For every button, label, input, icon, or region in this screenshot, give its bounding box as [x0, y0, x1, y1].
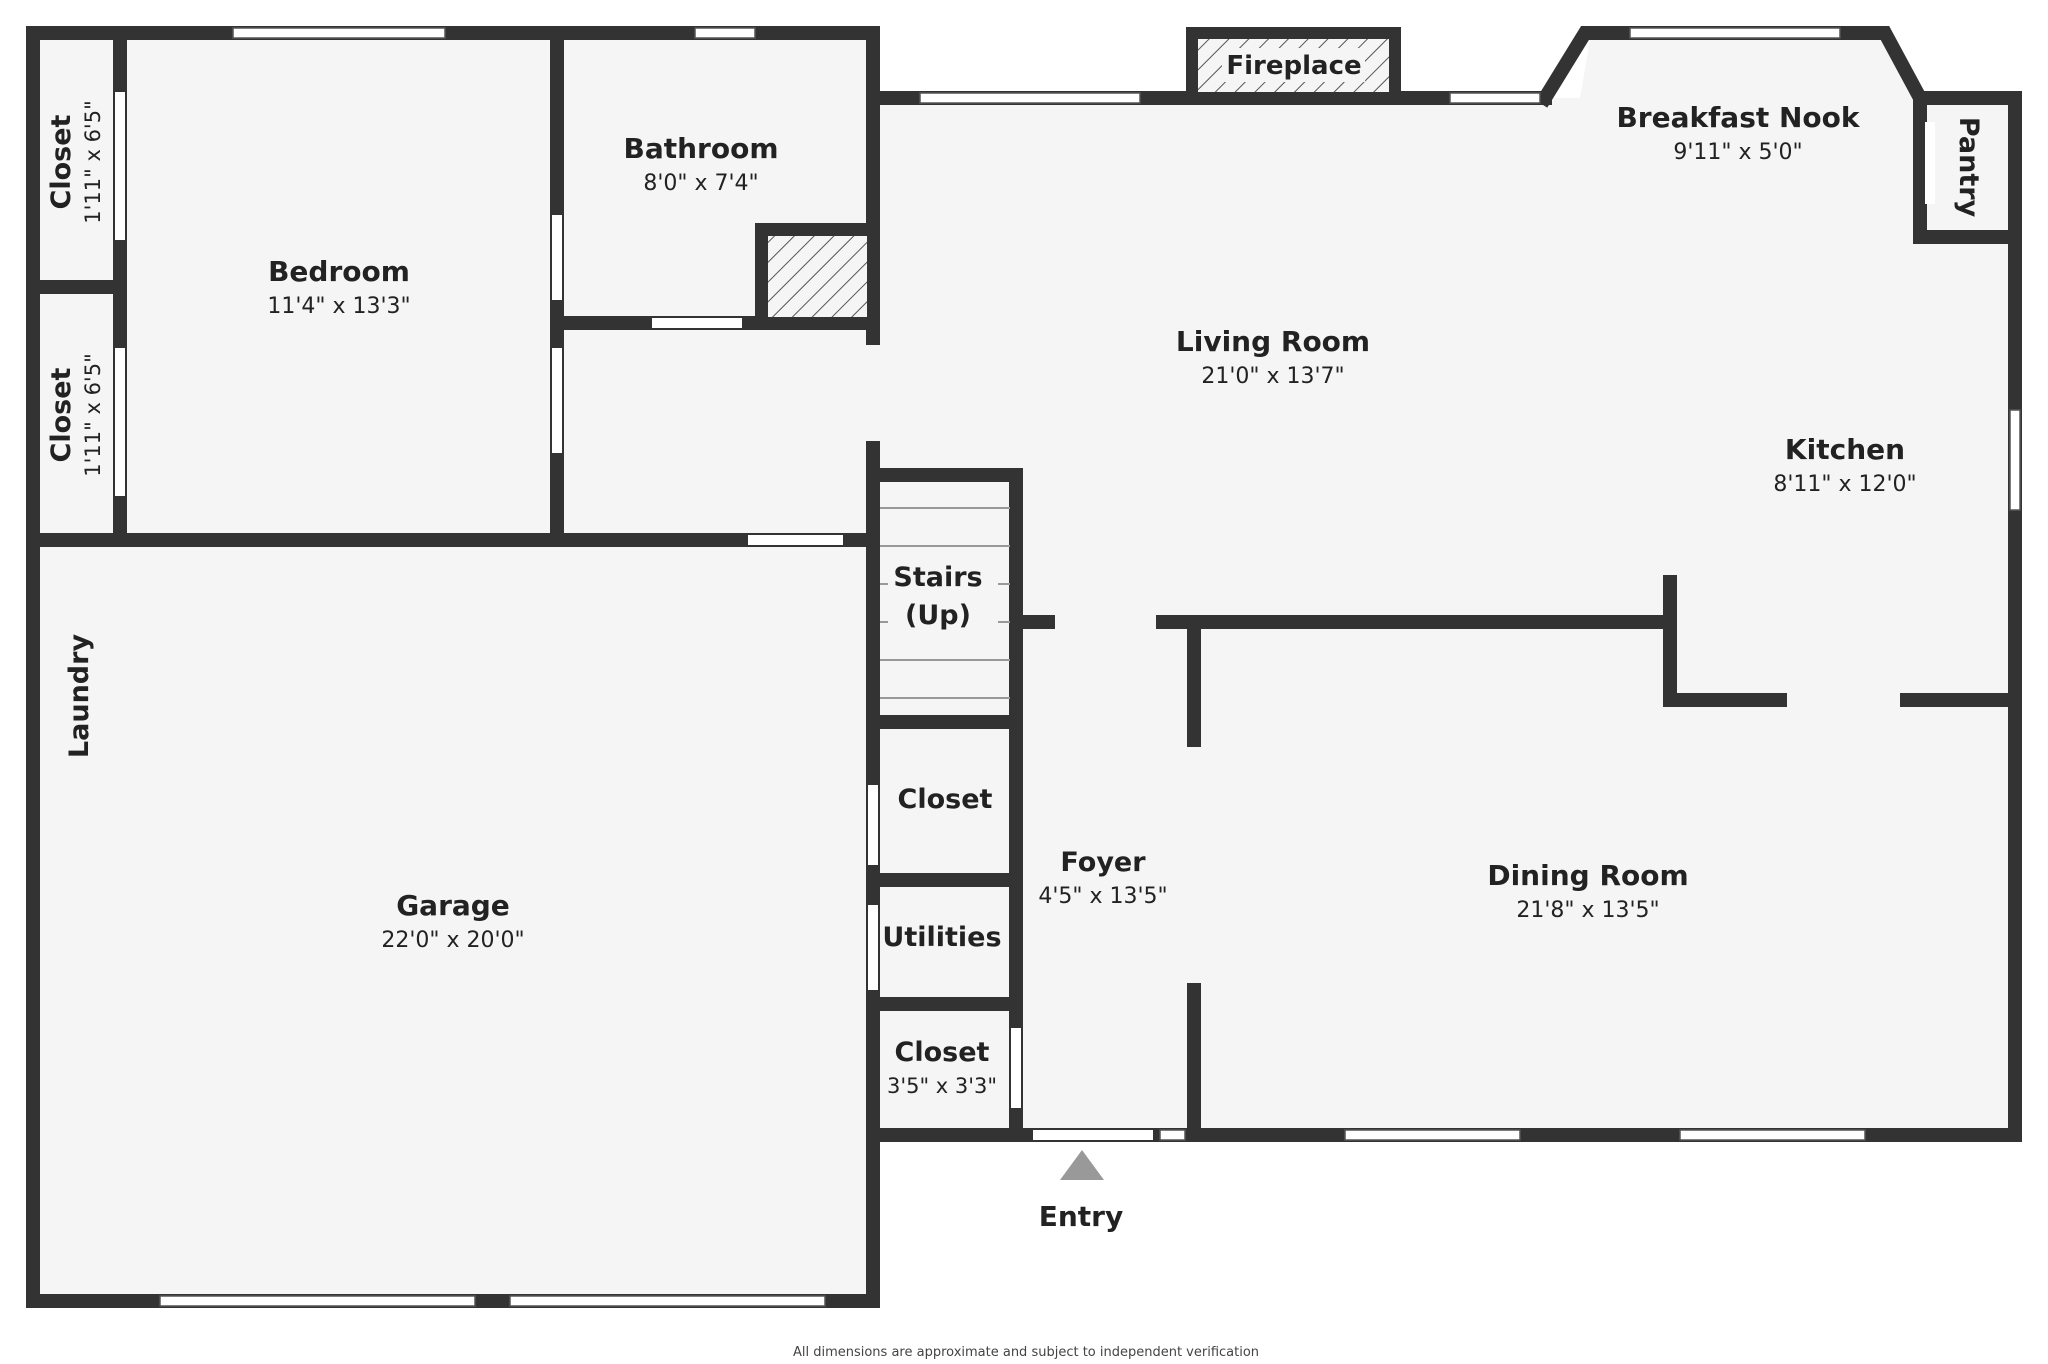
closet-top-dims: 1'11" x 6'5" — [81, 100, 105, 223]
living-room-dims: 21'0" x 13'7" — [1201, 364, 1344, 389]
closet-top-label: Closet — [46, 114, 77, 209]
kitchen-dims: 8'11" x 12'0" — [1773, 472, 1916, 497]
garage-floor — [33, 540, 873, 1298]
window-dining-bottom-2 — [1679, 1129, 1866, 1141]
bedroom-label: Bedroom — [268, 255, 410, 288]
closet-small-label: Closet — [895, 1037, 990, 1068]
bedroom-dims: 11'4" x 13'3" — [267, 294, 410, 319]
closet-small-dims: 3'5" x 3'3" — [887, 1074, 997, 1098]
window-nook-top — [1629, 27, 1841, 39]
disclaimer-note: All dimensions are approximate and subje… — [793, 1345, 1259, 1360]
window-garage-bottom-2 — [509, 1295, 826, 1307]
floor-fills — [33, 40, 2015, 1298]
fireplace-label-bg — [1222, 48, 1365, 82]
closet-mid-dims: 1'11" x 6'5" — [81, 353, 105, 476]
breakfast-nook-dims: 9'11" x 5'0" — [1673, 140, 1802, 165]
window-living-top — [919, 92, 1141, 104]
dining-room-dims: 21'8" x 13'5" — [1516, 898, 1659, 923]
room-labels: Closet 1'11" x 6'5" Closet 1'11" x 6'5" … — [46, 51, 1984, 1360]
closet-mid-label: Closet — [46, 367, 77, 462]
bathroom-chase — [768, 236, 867, 317]
stairs-label: Stairs — [893, 562, 982, 593]
garage-label: Garage — [396, 889, 510, 922]
garage-dims: 22'0" x 20'0" — [381, 928, 524, 953]
door-openings — [115, 92, 1935, 1140]
foyer-dims: 4'5" x 13'5" — [1038, 884, 1167, 909]
closet-hall-label: Closet — [898, 784, 993, 815]
windows — [159, 27, 2021, 1307]
window-kitchen-right — [2009, 409, 2021, 511]
stairs-label-bg — [888, 562, 998, 640]
entry-arrow-icon — [1060, 1150, 1104, 1180]
entry-label: Entry — [1039, 1200, 1124, 1233]
living-room-label: Living Room — [1176, 325, 1370, 358]
window-garage-bottom-1 — [159, 1295, 476, 1307]
window-dining-bottom-1 — [1344, 1129, 1521, 1141]
dining-room-label: Dining Room — [1487, 859, 1688, 892]
bathroom-label: Bathroom — [623, 132, 778, 165]
breakfast-nook-label: Breakfast Nook — [1616, 101, 1860, 134]
bathroom-dims: 8'0" x 7'4" — [643, 171, 758, 196]
pantry-label: Pantry — [1953, 117, 1984, 218]
laundry-label: Laundry — [64, 634, 95, 759]
window-bedroom-top — [232, 27, 446, 39]
fireplace-label: Fireplace — [1226, 51, 1361, 81]
window-living-top-right — [1449, 92, 1541, 104]
stairs-label-up: (Up) — [905, 600, 971, 631]
utilities-label: Utilities — [882, 922, 1001, 953]
window-foyer-sidelight — [1159, 1129, 1186, 1141]
kitchen-label: Kitchen — [1785, 433, 1905, 466]
foyer-label: Foyer — [1060, 847, 1146, 878]
window-bathroom-top — [694, 27, 756, 39]
